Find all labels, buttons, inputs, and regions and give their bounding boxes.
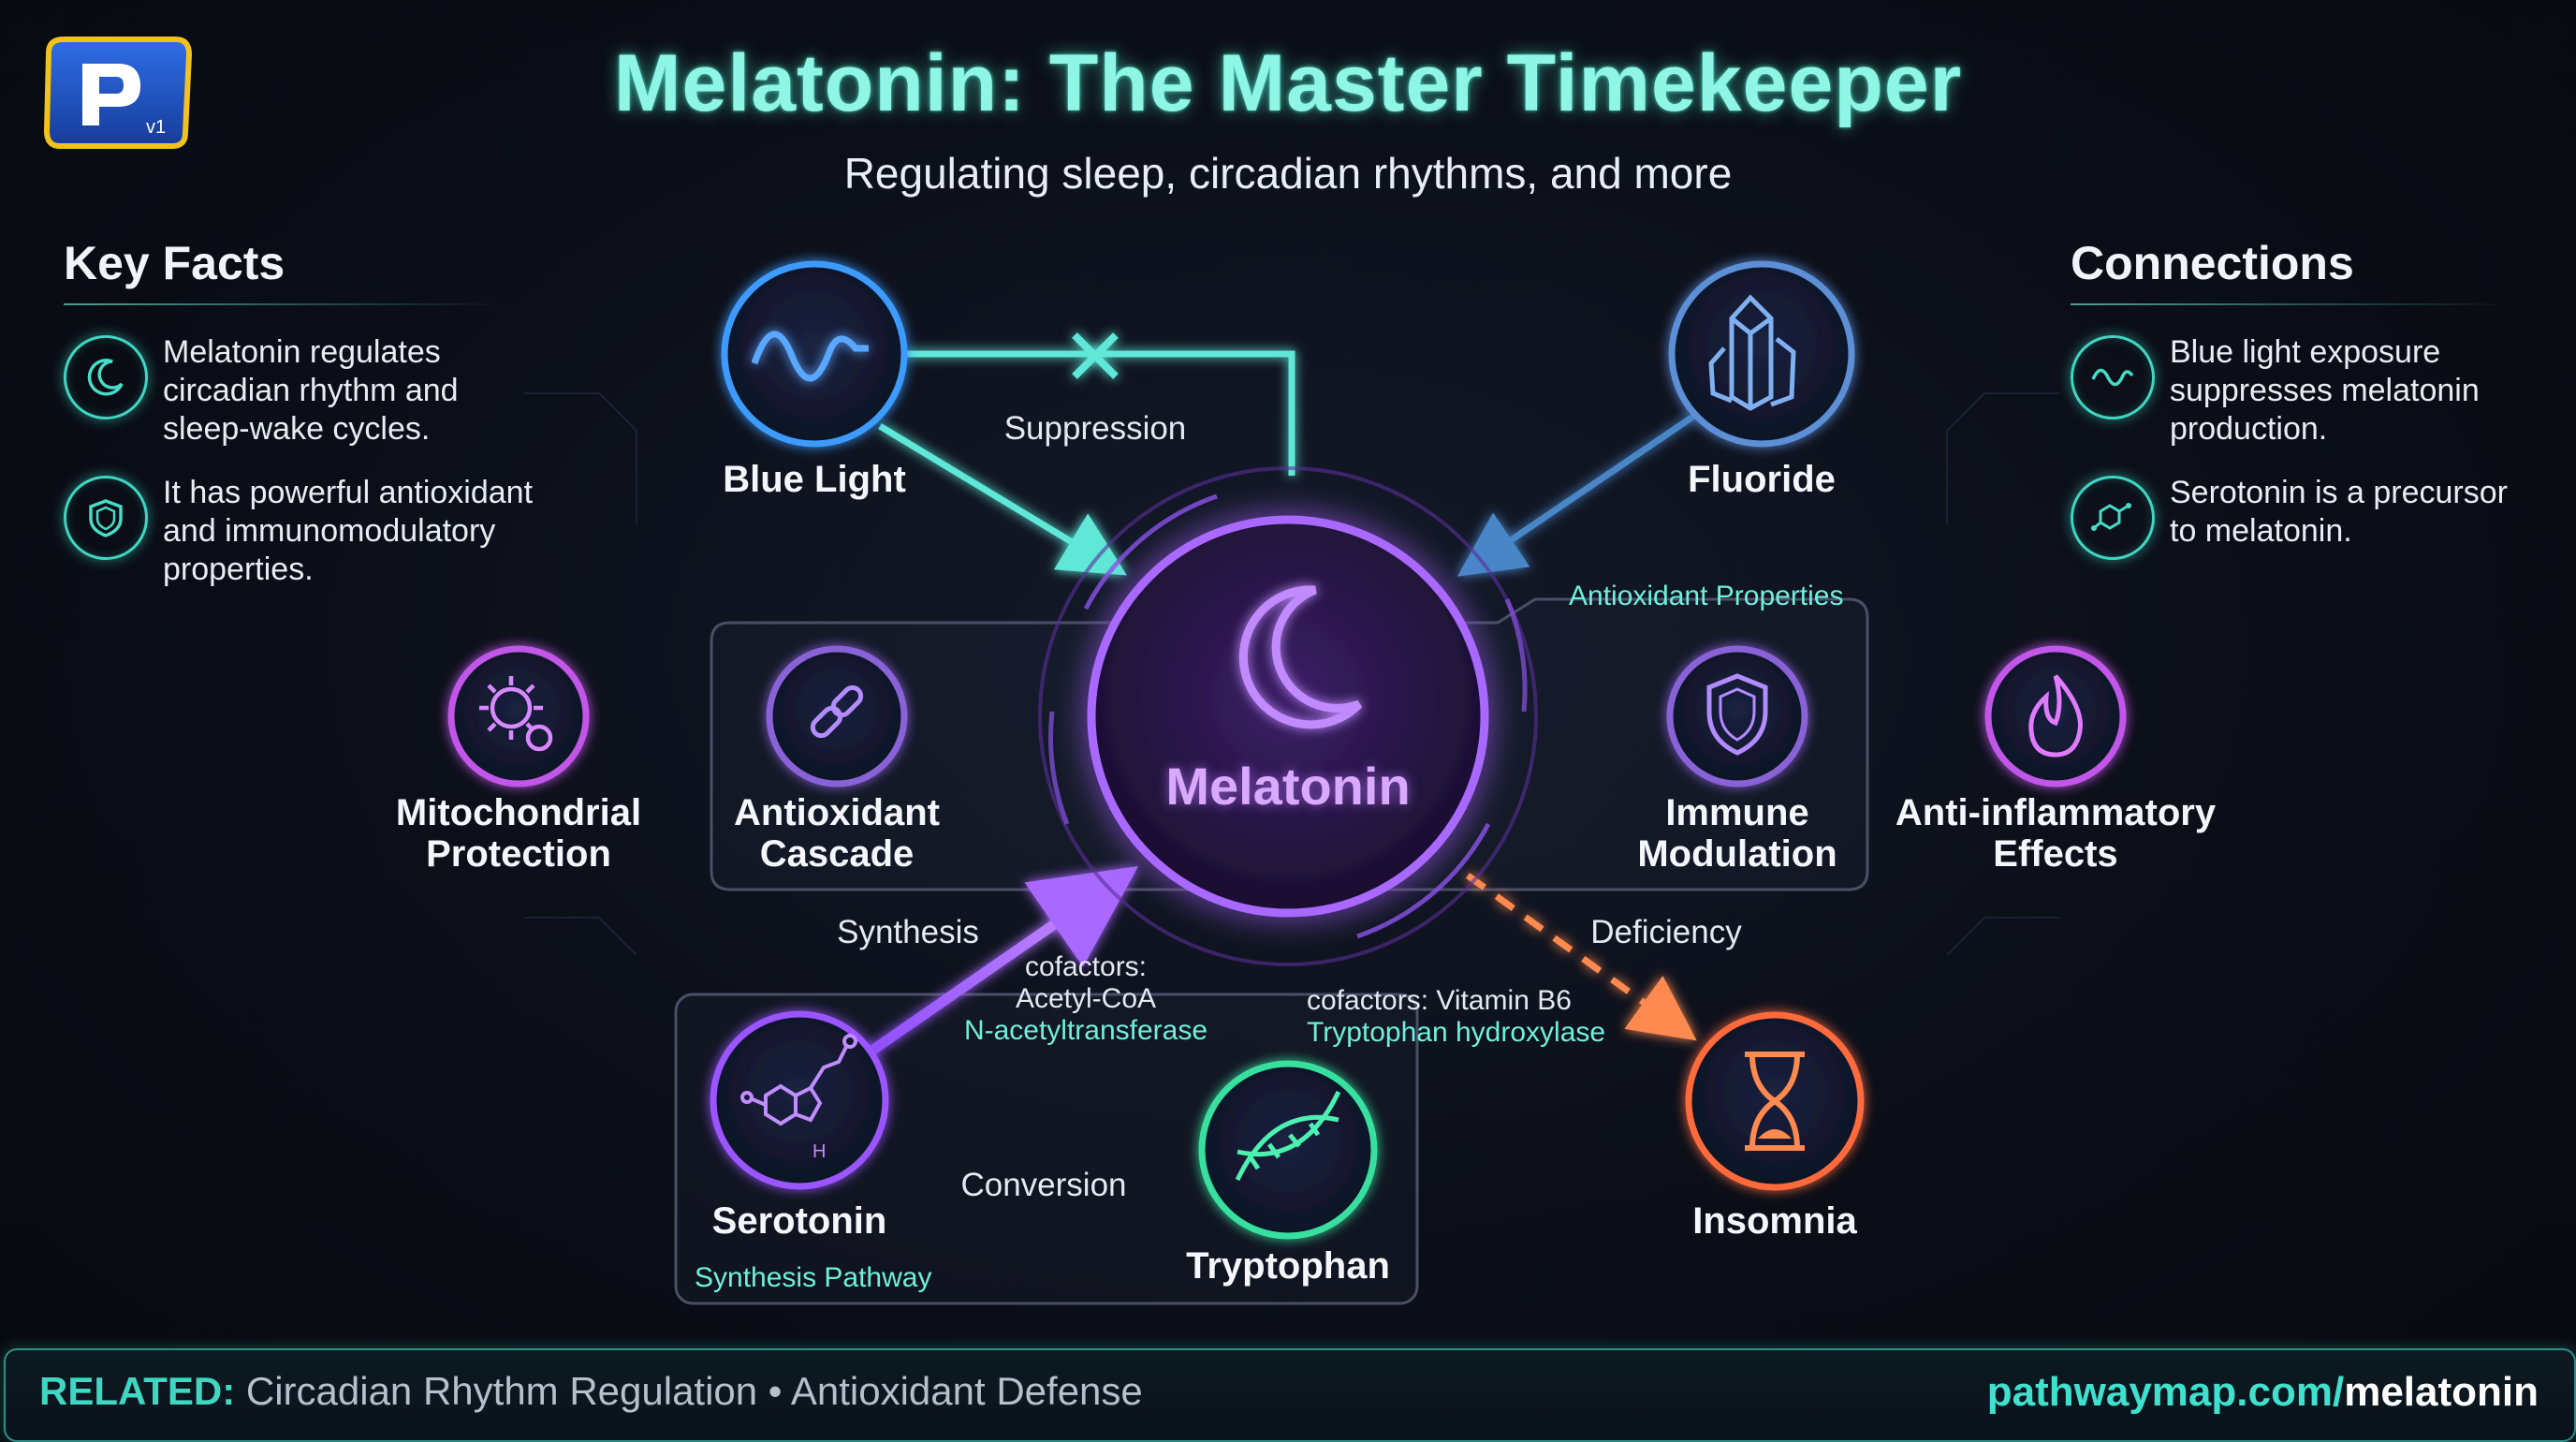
- key-fact-1: Melatonin regulates circadian rhythm and…: [163, 334, 459, 447]
- key-fact-2: It has powerful antioxidant and immunomo…: [163, 475, 534, 587]
- insomnia-label: Insomnia: [1692, 1200, 1857, 1242]
- synthesis-label: Synthesis: [837, 914, 979, 950]
- mitochondrial-node: [447, 645, 590, 787]
- shield-icon: [64, 476, 148, 560]
- connection-1: Blue light exposure suppresses melatonin…: [2170, 334, 2480, 447]
- mitochondrial-label: Mitochondrial Protection: [395, 792, 642, 875]
- anti-inflammatory-label: Anti-inflammatory Effects: [1895, 792, 2217, 875]
- immune-modulation-node: [1666, 645, 1808, 787]
- antioxidant-cascade-node: [766, 645, 908, 787]
- synthesis-cofactors: cofactors: Acetyl-CoA N-acetyltransferas…: [963, 951, 1208, 1046]
- hourglass-icon: [1745, 1052, 1805, 1151]
- anti-inflammatory-node: [1984, 645, 2127, 787]
- serotonin-molecule-label: H: [812, 1141, 826, 1162]
- fluoride-arrow: [1456, 409, 1702, 577]
- antioxidant-cascade-label: Antioxidant Cascade: [734, 792, 940, 875]
- connections-panel: Connections: [2071, 236, 2520, 305]
- related-text[interactable]: Circadian Rhythm Regulation • Antioxidan…: [245, 1369, 1143, 1413]
- key-facts-title: Key Facts: [64, 237, 285, 289]
- blue-light-node: [721, 260, 908, 448]
- flame-icon: [2028, 674, 2083, 758]
- suppression-connector: [904, 350, 1295, 476]
- fluoride-label: Fluoride: [1688, 459, 1836, 500]
- chain-link-icon: [810, 684, 864, 739]
- dna-icon: [1235, 1090, 1341, 1182]
- serotonin-molecule-icon: [740, 1034, 857, 1126]
- logo-version: v1: [146, 117, 166, 138]
- footer-related: RELATED: Circadian Rhythm Regulation • A…: [39, 1369, 1143, 1414]
- melatonin-label: Melatonin: [1165, 757, 1411, 816]
- serotonin-label: Serotonin: [711, 1200, 887, 1242]
- immune-modulation-label: Immune Modulation: [1637, 792, 1837, 875]
- related-label: RELATED:: [39, 1369, 236, 1413]
- deficiency-arrow: [1465, 873, 1697, 1041]
- app-logo: v1: [36, 32, 193, 154]
- fluoride-node: [1668, 260, 1855, 448]
- melatonin-node: [1038, 466, 1538, 966]
- tryptophan-node: [1198, 1060, 1378, 1240]
- page-title: Melatonin: The Master Timekeeper: [613, 38, 1963, 128]
- crystal-icon: [1708, 294, 1796, 411]
- wave-icon: [2071, 335, 2155, 419]
- key-facts-divider: [64, 303, 504, 305]
- blue-light-label: Blue Light: [723, 459, 906, 500]
- suppression-label: Suppression: [1003, 410, 1187, 447]
- wave-icon: [751, 331, 869, 382]
- key-facts-panel: Key Facts: [64, 236, 513, 305]
- molecule-icon: [2071, 476, 2155, 560]
- insomnia-node: [1685, 1011, 1865, 1191]
- url-path: melatonin: [2344, 1369, 2539, 1415]
- conversion-label: Conversion: [960, 1167, 1127, 1203]
- tryptophan-cofactors: cofactors: Vitamin B6 Tryptophan hydroxy…: [1307, 985, 1606, 1048]
- blue-light-arrow: [878, 423, 1127, 576]
- connections-title: Connections: [2071, 237, 2354, 289]
- gear-icon: [479, 676, 553, 752]
- tryptophan-label: Tryptophan: [1186, 1245, 1390, 1287]
- footer-url[interactable]: pathwaymap.com/melatonin: [1987, 1369, 2539, 1416]
- synthesis-pathway-label: Synthesis Pathway: [695, 1262, 932, 1293]
- antioxidant-properties-label: Antioxidant Properties: [1569, 581, 1844, 611]
- serotonin-node: H: [710, 1010, 889, 1190]
- moon-icon: [64, 335, 148, 419]
- shield-icon: [1706, 673, 1768, 756]
- deficiency-label: Deficiency: [1590, 914, 1742, 950]
- suppression-x-icon: [1072, 332, 1119, 379]
- url-domain: pathwaymap.com/: [1986, 1369, 2345, 1415]
- connections-divider: [2071, 303, 2510, 305]
- moon-icon: [1238, 585, 1363, 729]
- page-subtitle: Regulating sleep, circadian rhythms, and…: [843, 149, 1733, 198]
- connection-2: Serotonin is a precursor to melatonin.: [2170, 475, 2508, 549]
- synthesis-arrow: [857, 865, 1139, 1063]
